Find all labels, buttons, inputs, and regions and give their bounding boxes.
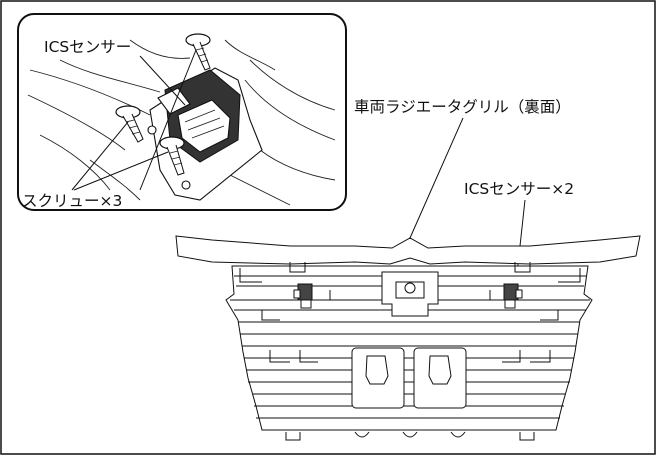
grille-label: 車両ラジエータグリル（裏面） bbox=[354, 97, 571, 116]
grille-body bbox=[225, 265, 593, 431]
grille-tabs bbox=[239, 262, 581, 363]
ics-sensor-right bbox=[503, 283, 523, 309]
ics-sensor-face bbox=[177, 99, 231, 153]
grille-top-bar bbox=[175, 235, 641, 265]
inset-detail: ICSセンサー スクリュー×3 bbox=[17, 13, 347, 211]
leader-line-grille bbox=[409, 117, 464, 239]
screw-icon bbox=[115, 105, 144, 143]
bracket-hole bbox=[181, 180, 191, 190]
screw-icon bbox=[185, 33, 211, 71]
bracket-hole bbox=[147, 125, 157, 135]
leader-line-screw bbox=[139, 49, 197, 191]
screw-icon bbox=[159, 136, 185, 176]
grille-bottom-clips bbox=[285, 431, 535, 441]
grille-clip-hole bbox=[404, 282, 416, 294]
inset-sensor-label: ICSセンサー bbox=[44, 38, 131, 56]
radiator-grille-rear bbox=[175, 235, 641, 441]
sensor-connector bbox=[157, 87, 191, 115]
inset-screws-label: スクリュー×3 bbox=[22, 192, 122, 210]
ics-sensor-left bbox=[293, 283, 313, 309]
leader-line-screw bbox=[71, 121, 129, 191]
sensors-count-label: ICSセンサー×2 bbox=[464, 180, 574, 198]
inset-background-lines bbox=[27, 39, 336, 206]
